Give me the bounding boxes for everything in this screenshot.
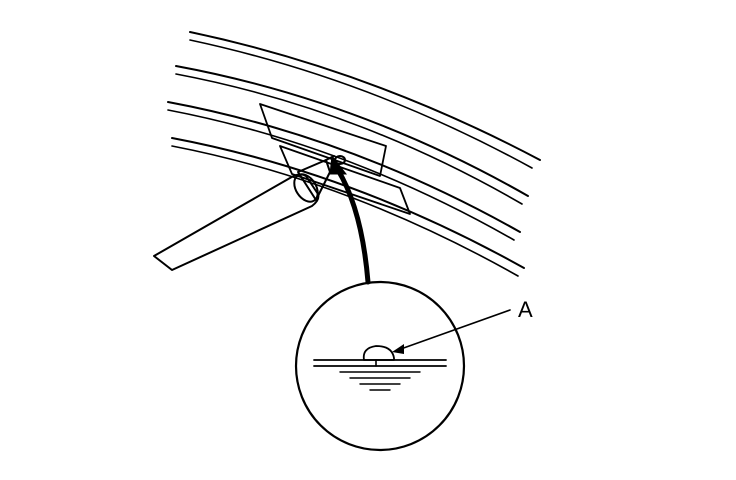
rail-strip-upper-middle (175, 65, 529, 205)
rail-strip-top (189, 31, 541, 169)
callout-a-label: A (518, 297, 533, 322)
rail-strip-bottom (171, 137, 525, 277)
callout-a: A (392, 297, 533, 354)
tape-piece-lower (279, 145, 411, 215)
magnifier-pointer-arrow (329, 154, 371, 285)
tape-piece-upper (259, 103, 387, 177)
rail-strip-lower-middle (167, 101, 521, 241)
magnified-detail (294, 280, 466, 452)
